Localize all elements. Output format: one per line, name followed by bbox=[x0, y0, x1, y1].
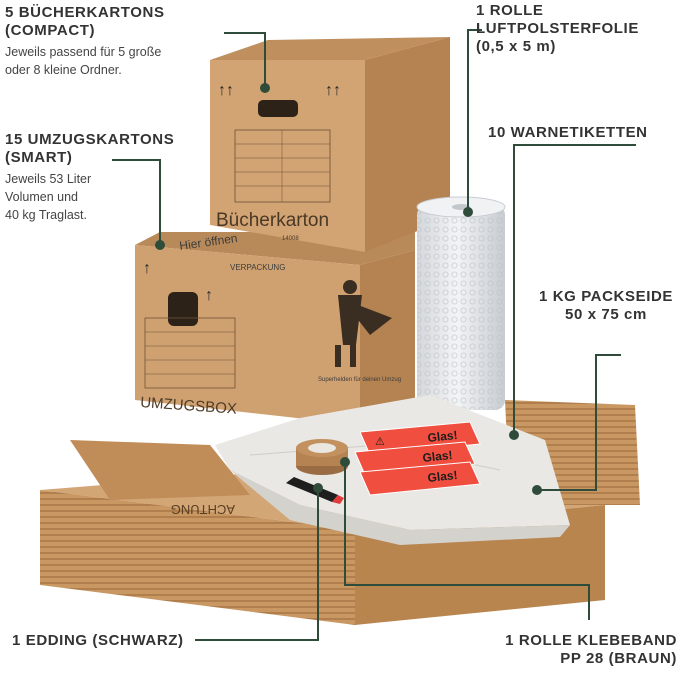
label-luftpolster-line-3: (0,5 x 5 m) bbox=[476, 38, 556, 55]
umzugsbox-carton: Hier öffnen VERPACKUNG ↑ ↑ UMZUGSBOX Sup… bbox=[135, 231, 415, 425]
glass-icon: ⚠ bbox=[375, 436, 385, 448]
label-buecherkartons: 5 BÜCHERKARTONS (COMPACT) Jeweils passen… bbox=[5, 4, 165, 79]
verpackung-print: VERPACKUNG bbox=[230, 263, 285, 272]
warning-labels: Glas! Glas! Glas! ⚠ bbox=[354, 421, 481, 496]
callout-line-luftpolster bbox=[467, 29, 482, 212]
inventory-grid bbox=[144, 317, 236, 389]
buecherkarton-code: 14008 bbox=[282, 236, 299, 242]
bubble-wrap-roll bbox=[416, 196, 506, 410]
callout-line-umzugskartons bbox=[112, 159, 161, 245]
label-buecherkartons-desc-1: Jeweils passend für 5 große bbox=[5, 45, 162, 59]
label-warnetiketten: 10 WARNETIKETTEN bbox=[488, 124, 648, 142]
inventory-grid bbox=[234, 129, 331, 203]
label-umzugskartons: 15 UMZUGSKARTONS (SMART) Jeweils 53 Lite… bbox=[5, 131, 174, 224]
callout-line-warnetiketten bbox=[513, 144, 636, 435]
label-umzugskartons-title: 15 UMZUGSKARTONS bbox=[5, 131, 175, 148]
packing-tape-roll bbox=[296, 439, 348, 475]
label-luftpolster-line-2: LUFTPOLSTERFOLIE bbox=[476, 20, 639, 37]
label-umzugskartons-desc-3: 40 kg Traglast. bbox=[5, 208, 87, 222]
label-packseide-line-2: 50 x 75 cm bbox=[565, 306, 647, 323]
superhero-icon bbox=[335, 280, 392, 367]
label-buecherkartons-variant: (COMPACT) bbox=[5, 22, 96, 39]
buecherkarton-carton: ↑↑ ↑↑ Bücherkarton 14008 bbox=[210, 37, 450, 252]
arrow-up-icon: ↑↑ bbox=[325, 82, 341, 99]
callout-line-packseide bbox=[537, 354, 621, 491]
arrow-up-icon: ↑ bbox=[205, 287, 213, 304]
label-luftpolster-line-1: 1 ROLLE bbox=[476, 2, 544, 19]
label-luftpolster: 1 ROLLE LUFTPOLSTERFOLIE (0,5 x 5 m) bbox=[476, 2, 639, 56]
callout-line-edding bbox=[195, 488, 319, 641]
label-packseide-line-1: 1 KG PACKSEIDE bbox=[539, 288, 673, 305]
glas-print: Glas! bbox=[422, 448, 453, 465]
label-umzugskartons-desc-2: Volumen und bbox=[5, 190, 78, 204]
carry-handle bbox=[168, 292, 198, 326]
callout-dots bbox=[155, 83, 542, 495]
callout-line-klebeband bbox=[344, 462, 590, 620]
achtung-print: ACHTUNG bbox=[171, 502, 235, 517]
glas-print: Glas! bbox=[427, 468, 458, 485]
label-edding: 1 EDDING (SCHWARZ) bbox=[12, 632, 184, 650]
label-klebeband-line-1: 1 ROLLE KLEBEBAND bbox=[505, 632, 677, 649]
label-umzugskartons-variant: (SMART) bbox=[5, 149, 73, 166]
callout-lines bbox=[112, 29, 636, 641]
umzugsbox-print: UMZUGSBOX bbox=[140, 394, 238, 418]
glas-print: Glas! bbox=[427, 428, 458, 445]
label-buecherkartons-title: 5 BÜCHERKARTONS bbox=[5, 4, 165, 21]
label-edding-line-1: 1 EDDING (SCHWARZ) bbox=[12, 632, 184, 649]
slogan-print: Superhelden für deinen Umzug bbox=[318, 377, 401, 383]
label-packseide: 1 KG PACKSEIDE 50 x 75 cm bbox=[539, 288, 673, 324]
label-warnetiketten-line-1: 10 WARNETIKETTEN bbox=[488, 124, 648, 141]
label-klebeband-line-2: PP 28 (BRAUN) bbox=[560, 650, 677, 667]
arrow-up-icon: ↑↑ bbox=[218, 82, 234, 99]
carry-handle bbox=[258, 100, 298, 117]
label-klebeband: 1 ROLLE KLEBEBAND PP 28 (BRAUN) bbox=[505, 632, 677, 668]
callout-line-buecherkartons bbox=[224, 32, 266, 88]
arrow-up-icon: ↑ bbox=[143, 260, 151, 277]
label-buecherkartons-desc-2: oder 8 kleine Ordner. bbox=[5, 63, 122, 77]
buecherkarton-print: Bücherkarton bbox=[216, 210, 329, 231]
edding-marker bbox=[286, 477, 344, 504]
label-umzugskartons-desc-1: Jeweils 53 Liter bbox=[5, 172, 92, 186]
